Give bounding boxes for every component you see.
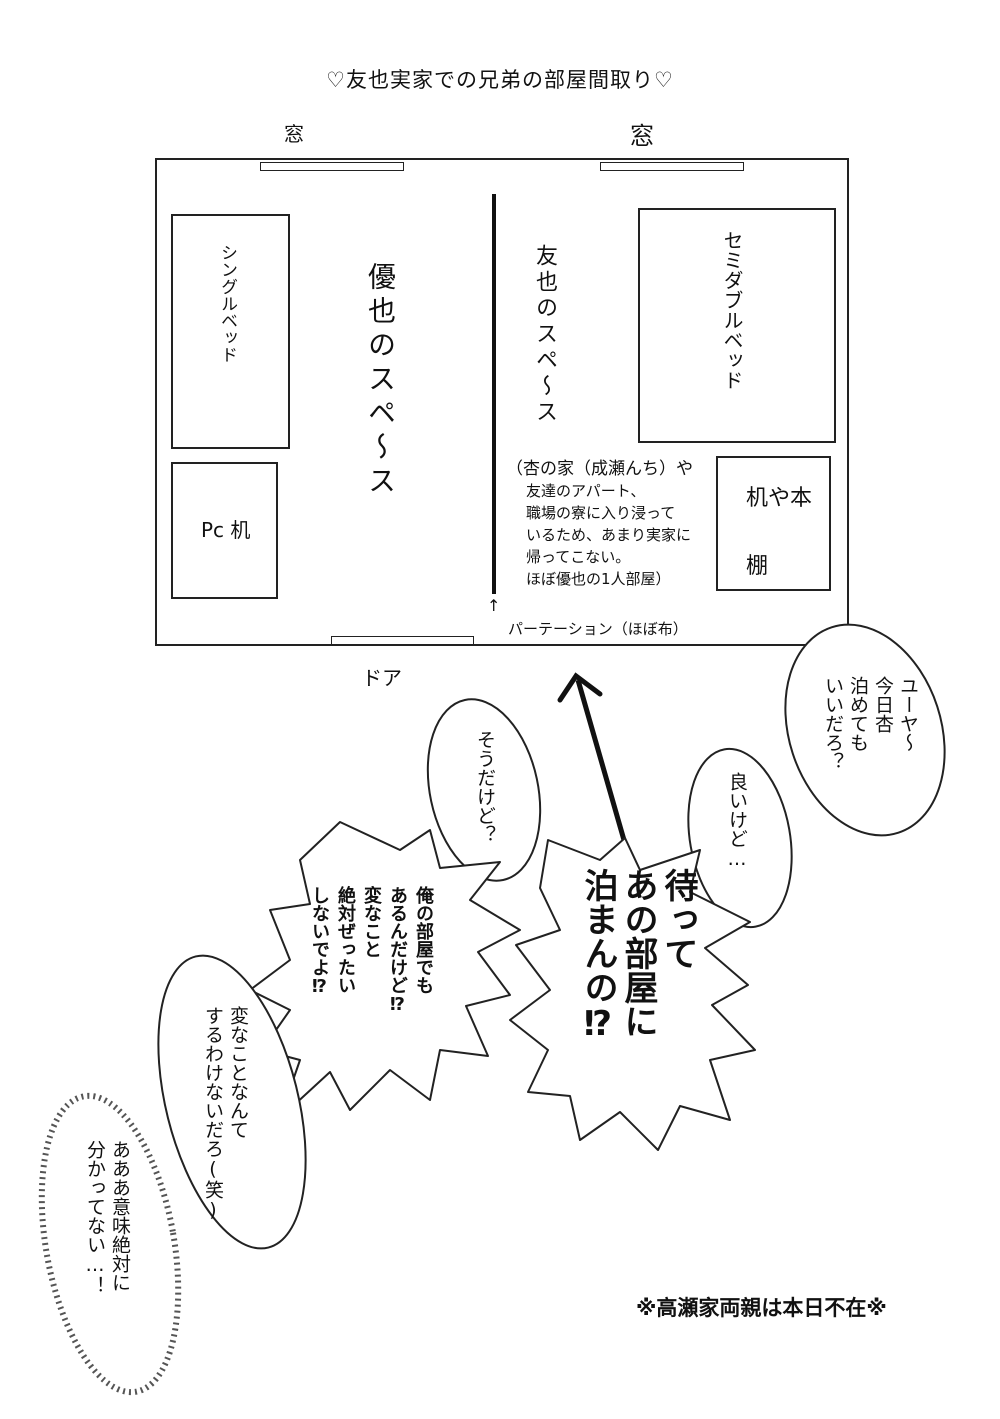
note-line: ほぼ優也の1人部屋）: [526, 570, 671, 588]
bubble-ok: [687, 747, 793, 929]
bubble-yuya-ask-text: ユーヤ〜 今日杏 泊めても いいだろ？: [822, 676, 919, 771]
note-line: 友達のアパート、: [526, 482, 646, 500]
partition: [492, 194, 496, 594]
bubble-yuya-ask: [784, 623, 946, 837]
partition-label: パーテーション（ほぼ布）: [508, 620, 688, 638]
door-label: ドア: [362, 666, 402, 690]
pc-desk-label: Pc 机: [201, 518, 251, 542]
room-outline: [155, 158, 849, 646]
single-bed: シングルベッド: [171, 214, 290, 449]
note-line: 職場の寮に入り浸って: [526, 504, 676, 522]
bubble-sou: [426, 698, 542, 882]
bubble-sou-text: そうだけど？: [474, 730, 496, 844]
window-right: [600, 162, 744, 171]
arrow-head-icon: [557, 672, 603, 703]
bubble-henna-text: 変なことなんて するわけないだろ(笑): [202, 1006, 249, 1221]
bubble-wait: [509, 837, 756, 1151]
window-left: [260, 162, 404, 171]
bubble-wait-text: 待って あの部屋に 泊まんの⁉: [578, 868, 698, 1044]
semi-double-bed-label: セミダブルベッド: [720, 230, 744, 390]
bubble-ok-text: 良いけど…: [726, 772, 748, 870]
page-title: ♡友也実家での兄弟の部屋間取り♡: [326, 68, 674, 92]
desk-shelf-label-1: 机や本: [746, 486, 813, 511]
arrow-line: [575, 679, 635, 869]
bubble-aaa-text: あああ意味絶対に 分かってない…！: [84, 1140, 131, 1295]
note-line: （杏の家（成瀬んち）や: [506, 459, 693, 479]
window-label-left: 窓: [284, 122, 304, 146]
bubble-my-room-text: 俺の部屋でも あるんだけど⁉ 変なこと 絶対ぜったい しないでよ⁉: [309, 886, 434, 1015]
desk-shelf: 机や本 棚: [716, 456, 831, 591]
desk-shelf-label-2: 棚: [746, 554, 769, 579]
partition-arrow-icon: ↑: [487, 596, 501, 615]
bubble-henna: [157, 954, 307, 1250]
door: [331, 636, 474, 645]
single-bed-label: シングルベッド: [217, 244, 237, 363]
pc-desk: Pc 机: [171, 462, 278, 599]
yuya-space-label: 優也のスペ〜ス: [364, 262, 397, 500]
bubble-my-room: [249, 821, 521, 1119]
footnote: ※高瀬家両親は本日不在※: [636, 1296, 887, 1320]
tomoya-space-label: 友也のスペ〜ス: [532, 244, 557, 426]
window-label-right: 窓: [630, 122, 654, 150]
semi-double-bed: セミダブルベッド: [638, 208, 836, 443]
note-line: 帰ってこない。: [526, 548, 631, 566]
room-note: （杏の家（成瀬んち）や 友達のアパート、 職場の寮に入り浸って いるため、あまり…: [506, 458, 693, 590]
note-line: いるため、あまり実家に: [526, 526, 692, 544]
